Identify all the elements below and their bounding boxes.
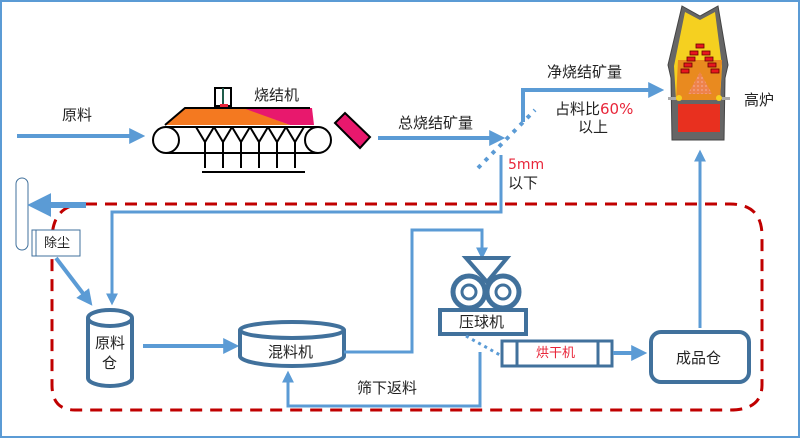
recycling-loop-boundary <box>50 202 764 412</box>
blast-furnace-label: 高炉 <box>744 91 775 109</box>
net-sinter-label: 净烧结矿量 <box>547 63 623 81</box>
ratio-value: 60% <box>600 100 634 118</box>
ratio-prefix: 占料比 <box>555 100 601 118</box>
dryer-icon <box>500 339 614 368</box>
sinter-machine-label: 烧结机 <box>254 86 300 104</box>
raw-bin-label-line2: 仓 <box>102 354 118 372</box>
mixer-label: 混料机 <box>268 343 314 361</box>
raw-material-label: 原料 <box>62 106 93 124</box>
dust-removal-label: 除尘 <box>44 236 71 251</box>
ratio-suffix-label: 以上 <box>578 118 609 136</box>
screen-return-label: 筛下返料 <box>357 379 418 397</box>
ratio-label: 占料比60% <box>555 100 633 118</box>
raw-bin-label-line1: 原料 <box>95 334 126 352</box>
dust-collector-icon <box>15 177 81 257</box>
sinter-machine-icon <box>152 87 372 173</box>
screen-line <box>476 108 537 170</box>
total-sinter-label: 总烧结矿量 <box>398 114 474 132</box>
raw-bin-icon <box>86 308 134 388</box>
product-bin-icon <box>649 330 751 384</box>
size-value-label: 5mm <box>508 157 545 173</box>
blast-furnace-icon <box>667 5 730 141</box>
screen-return-path <box>282 352 482 408</box>
briquetter-to-dryer-link <box>465 334 501 357</box>
dryer-label: 烘干机 <box>536 346 576 361</box>
mixer-to-briquetter-path <box>344 228 488 354</box>
size-suffix-label: 以下 <box>508 174 539 192</box>
product-bin-label: 成品仓 <box>676 349 722 367</box>
fines-path <box>106 155 503 306</box>
mixer-icon <box>238 320 346 368</box>
net-sinter-arrow <box>521 82 665 122</box>
dust-to-bin-arrow <box>54 256 93 306</box>
briquetting-machine-icon <box>438 256 528 336</box>
briquetting-label: 压球机 <box>459 313 505 331</box>
